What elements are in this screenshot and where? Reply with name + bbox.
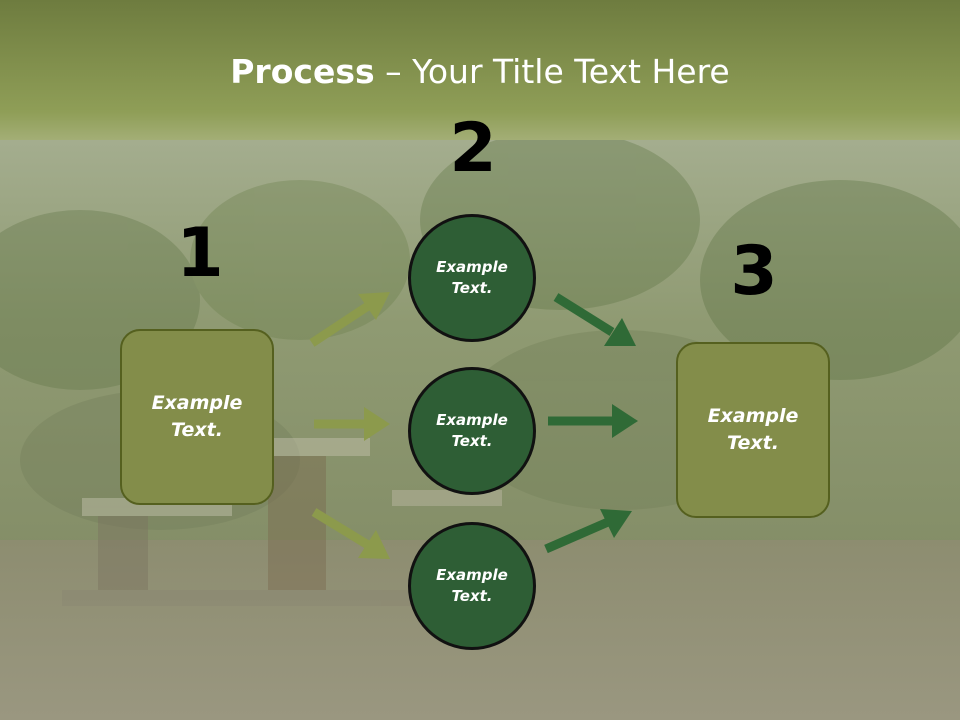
left-box-label: Example Text. bbox=[151, 392, 243, 441]
title-rest: – Your Title Text Here bbox=[374, 52, 730, 91]
arrow-left-to-middle bbox=[314, 407, 390, 441]
arrow-bottom-to-right bbox=[544, 509, 632, 554]
step-number-1: 1 bbox=[176, 214, 224, 293]
bottom-circle[interactable]: Example Text. bbox=[408, 522, 536, 650]
right-box-label: Example Text. bbox=[707, 405, 799, 454]
step-number-3: 3 bbox=[730, 232, 778, 311]
middle-circle-label: Example Text. bbox=[436, 410, 508, 450]
bottom-circle-label: Example Text. bbox=[436, 565, 508, 605]
arrow-left-to-top bbox=[309, 292, 390, 347]
middle-circle[interactable]: Example Text. bbox=[408, 367, 536, 495]
top-circle-label: Example Text. bbox=[436, 257, 508, 297]
left-box[interactable]: Example Text. bbox=[120, 329, 274, 505]
step-number-2: 2 bbox=[449, 109, 497, 188]
arrow-top-to-right bbox=[553, 293, 636, 346]
arrow-middle-to-right bbox=[548, 404, 638, 438]
arrow-left-to-bottom bbox=[311, 508, 390, 559]
right-box[interactable]: Example Text. bbox=[676, 342, 830, 518]
slide-title: Process – Your Title Text Here bbox=[0, 52, 960, 91]
title-bold: Process bbox=[230, 52, 375, 91]
top-circle[interactable]: Example Text. bbox=[408, 214, 536, 342]
